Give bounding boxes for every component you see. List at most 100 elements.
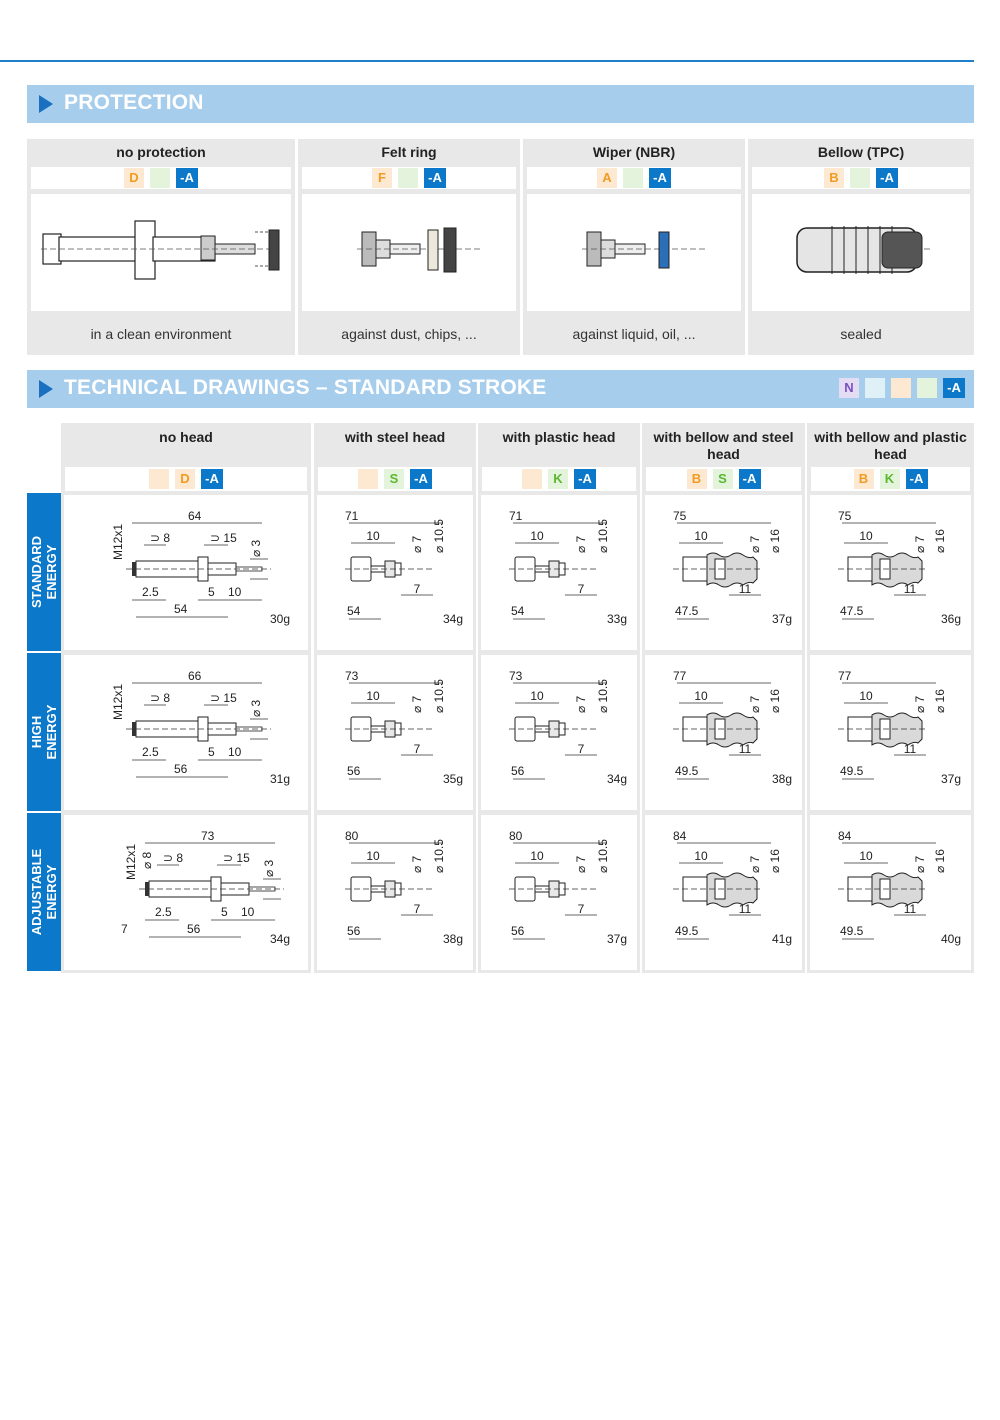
weight-label: 37g: [607, 932, 627, 946]
code-chip: -A: [201, 469, 223, 489]
weight-label: 37g: [941, 772, 961, 786]
dimension-label: 7: [414, 742, 421, 756]
dimension-label: 10: [366, 689, 380, 703]
dimension-label: ⌀ 10.5: [596, 519, 610, 553]
protection-column-header: Bellow (TPC): [748, 139, 974, 165]
code-chip: -A: [574, 469, 596, 489]
dimension-label: ⌀ 10.5: [432, 519, 446, 553]
protection-drawing-cell: [748, 192, 974, 313]
dimension-label: 49.5: [840, 764, 864, 778]
weight-label: 30g: [270, 612, 290, 626]
dimension-label: ⌀ 3: [249, 539, 263, 557]
code-chip: K: [548, 469, 568, 489]
triangle-bullet-icon: [39, 95, 53, 113]
tech-code-box: S-A: [318, 467, 472, 491]
dimension-label: ⌀ 7: [574, 695, 588, 713]
tech-column-header: with bellow and plastic head: [807, 423, 974, 465]
technical-title: TECHNICAL DRAWINGS – STANDARD STROKE: [64, 376, 547, 399]
protection-drawing-cell: [298, 192, 520, 313]
dimension-label: 11: [739, 582, 752, 596]
tech-column-header: with bellow and steel head: [642, 423, 805, 465]
dimension-label: ⌀ 7: [913, 855, 927, 873]
protection-caption: against dust, chips, ...: [341, 326, 477, 342]
dimension-label: ⌀ 7: [748, 855, 762, 873]
wrench-size-label: ⊃ 8: [150, 531, 170, 545]
dimension-label: 56: [511, 764, 525, 778]
protection-code-row: A-A: [523, 165, 745, 192]
protection-caption-cell: sealed: [748, 313, 974, 355]
dimension-label: 7: [578, 742, 585, 756]
protection-drawing: [796, 226, 932, 274]
dimension-label: 10: [694, 689, 708, 703]
protection-code-row: B-A: [748, 165, 974, 192]
protection-caption: against liquid, oil, ...: [572, 326, 696, 342]
dimension-label: ⌀ 16: [933, 689, 947, 713]
dimension-label: ⌀ 10.5: [596, 839, 610, 873]
dimension-label: 49.5: [675, 924, 699, 938]
protection-code-box: D-A: [31, 167, 291, 189]
tech-column-header: no head: [61, 423, 311, 465]
wrench-size-label: ⊃ 15: [210, 691, 237, 705]
dimension-label: 7: [578, 902, 585, 916]
thread-label: M12x1: [111, 684, 125, 720]
triangle-bullet-icon: [39, 380, 53, 398]
dimension-label: 10: [694, 529, 708, 543]
dimension-label: 80: [509, 829, 523, 843]
protection-caption-cell: against dust, chips, ...: [298, 313, 520, 355]
dimension-label: ⌀ 7: [748, 535, 762, 553]
code-chip-empty: [891, 378, 911, 398]
dimension-label: 2.5: [142, 745, 159, 759]
weight-label: 34g: [443, 612, 463, 626]
protection-code-box: F-A: [302, 167, 516, 189]
dimension-label: 84: [673, 829, 687, 843]
protection-code-row: F-A: [298, 165, 520, 192]
dimension-label: 5: [208, 745, 215, 759]
dimension-label: 10: [366, 529, 380, 543]
weight-label: 40g: [941, 932, 961, 946]
dimension-label: 11: [904, 582, 917, 596]
wrench-size-label: ⊃ 8: [163, 851, 183, 865]
dimension-label: 10: [241, 905, 255, 919]
code-chip-empty: [917, 378, 937, 398]
dimension-label: 11: [739, 902, 752, 916]
weight-label: 38g: [443, 932, 463, 946]
protection-drawing: [41, 220, 280, 280]
dimension-label: 66: [188, 669, 202, 683]
weight-label: 41g: [772, 932, 792, 946]
code-chip: D: [124, 168, 144, 188]
dimension-label: 10: [859, 689, 873, 703]
dimension-label: 75: [838, 509, 852, 523]
dimension-label: 49.5: [675, 764, 699, 778]
dimension-label: ⌀ 3: [249, 699, 263, 717]
dimension-label: 54: [511, 604, 525, 618]
dimension-label: ⌀ 7: [574, 855, 588, 873]
dimension-label: ⌀ 16: [768, 689, 782, 713]
code-chip: F: [372, 168, 392, 188]
dimension-label: 54: [174, 602, 188, 616]
dimension-label: 10: [530, 849, 544, 863]
code-chip: D: [175, 469, 195, 489]
dimension-label: ⌀ 16: [933, 529, 947, 553]
tech-header-label: no head: [159, 429, 213, 445]
